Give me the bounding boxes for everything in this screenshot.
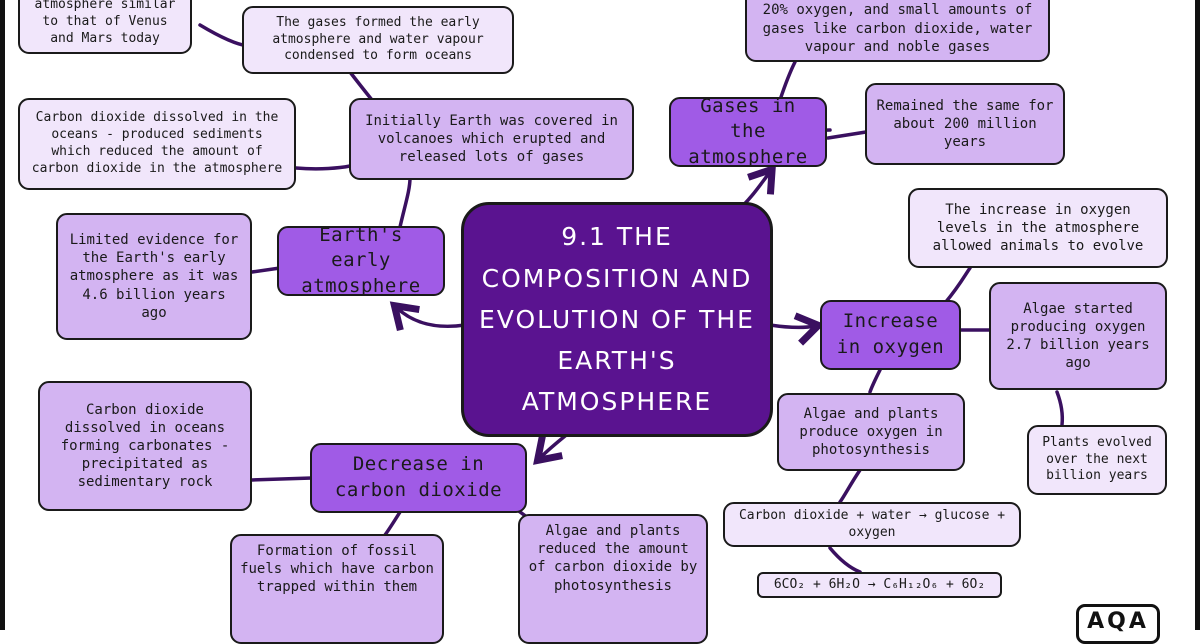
- note-algae-started: Algae started producing oxygen 2.7 billi…: [989, 282, 1167, 390]
- note-reduced-co2: Algae and plants reduced the amount of c…: [518, 514, 708, 644]
- note-gases-formed: The gases formed the early atmosphere an…: [242, 6, 514, 74]
- note-word-equation: Carbon dioxide + water → glucose + oxyge…: [723, 502, 1021, 547]
- note-carbonates: Carbon dioxide dissolved in oceans formi…: [38, 381, 252, 511]
- hub-earths-early-atmosphere: Earth's early atmosphere: [277, 224, 445, 297]
- note-remained-same: Remained the same for about 200 million …: [865, 83, 1065, 165]
- note-photosynthesis-oxygen: Algae and plants produce oxygen in photo…: [777, 393, 965, 471]
- note-plants-evolved: Plants evolved over the next billion yea…: [1027, 425, 1167, 495]
- note-limited-evidence: Limited evidence for the Earth's early a…: [56, 213, 252, 340]
- aqa-logo: AQA: [1076, 604, 1160, 644]
- note-fossil-fuels: Formation of fossil fuels which have car…: [230, 534, 444, 644]
- hub-decrease-in-carbon-dioxide: Decrease in carbon dioxide: [310, 443, 527, 513]
- note-animals-evolve: The increase in oxygen levels in the atm…: [908, 188, 1168, 268]
- main-title: 9.1 THE COMPOSITION AND EVOLUTION OF THE…: [461, 202, 773, 437]
- note-co2-dissolved-sediments: Carbon dioxide dissolved in the oceans -…: [18, 98, 296, 190]
- note-volcanoes: Initially Earth was covered in volcanoes…: [349, 98, 634, 180]
- hub-gases-in-atmosphere: Gases in the atmosphere: [669, 95, 827, 168]
- arrow-to-oxygen: [768, 312, 825, 346]
- hub-increase-in-oxygen: Increase in oxygen: [820, 300, 961, 370]
- image-border: [0, 0, 1200, 630]
- note-symbol-equation: 6CO₂ + 6H₂O → C₆H₁₂O₆ + 6O₂: [757, 572, 1002, 598]
- note-gases-composition: 20% oxygen, and small amounts of gases l…: [745, 0, 1050, 62]
- arrow-to-early: [389, 301, 467, 331]
- note-venus-mars: atmosphere similar to that of Venus and …: [18, 0, 192, 54]
